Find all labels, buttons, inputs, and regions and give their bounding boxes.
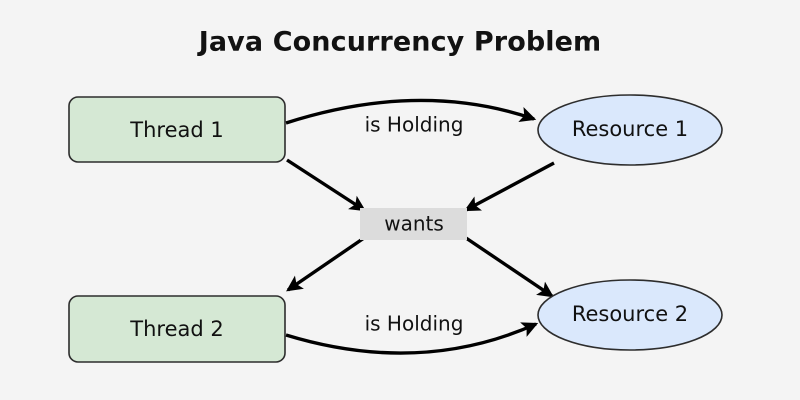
edge-wants-thread2 xyxy=(286,236,365,292)
resource1-ellipse[interactable] xyxy=(537,94,723,166)
thread2-box[interactable] xyxy=(68,295,286,363)
edge-thread2-holds-resource2 xyxy=(285,322,539,355)
edge-wants-resource2 xyxy=(465,236,554,298)
node-thread1[interactable]: Thread 1 xyxy=(68,96,286,163)
thread2-label: Thread 2 xyxy=(129,317,223,341)
wants-label: wants xyxy=(384,212,444,236)
node-resource2[interactable]: Resource 2 xyxy=(537,279,723,351)
node-thread2[interactable]: Thread 2 xyxy=(68,295,286,363)
thread1-label: Thread 1 xyxy=(129,118,223,142)
edge-thread1-wants xyxy=(286,158,366,212)
node-wants[interactable]: wants xyxy=(360,208,467,240)
resource2-ellipse[interactable] xyxy=(537,279,723,351)
edge-label-bottom-is-holding: is Holding xyxy=(365,312,464,336)
resource1-label: Resource 1 xyxy=(572,117,688,141)
edge-thread1-holds-resource1 xyxy=(285,98,537,125)
wants-box[interactable] xyxy=(360,208,467,240)
edge-label-top-is-holding: is Holding xyxy=(365,113,464,137)
edge-resource1-wants xyxy=(463,161,555,212)
thread1-box[interactable] xyxy=(68,96,286,163)
node-resource1[interactable]: Resource 1 xyxy=(537,94,723,166)
page-title: Java Concurrency Problem xyxy=(197,27,602,58)
resource2-label: Resource 2 xyxy=(572,302,688,326)
